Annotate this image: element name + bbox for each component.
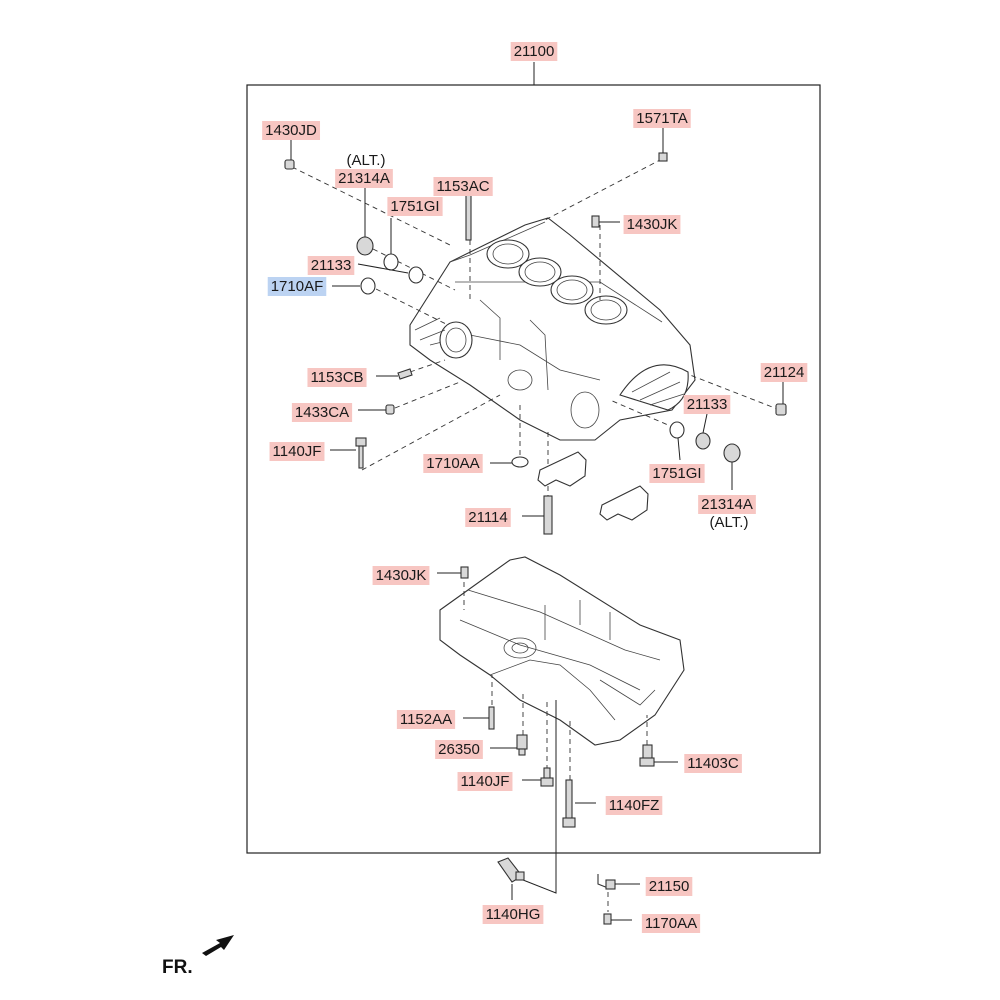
part-label-21133-6: 21133 <box>307 256 355 275</box>
part-number: 1140JF <box>461 773 510 790</box>
oring-1710aa <box>511 456 529 468</box>
part-number: 21133 <box>311 257 352 274</box>
part-number: 1751GI <box>652 465 701 482</box>
part-number: 11403C <box>687 755 739 772</box>
plug-21314a-lower <box>723 443 741 463</box>
part-number: 21150 <box>649 878 690 895</box>
bolt-1140fz <box>562 779 576 828</box>
pin-1433ca <box>385 404 395 415</box>
part-number: 1571TA <box>636 110 687 127</box>
part-number: 1710AA <box>426 455 479 472</box>
part-label-1140hg-24: 1140HG <box>482 905 544 924</box>
part-label-1153ac-3: 1153AC <box>433 177 493 196</box>
part-label-1571ta-1: 1571TA <box>633 109 691 128</box>
part-label-21314a-15: 21314A(ALT.) <box>698 495 756 531</box>
part-label-1433ca-10: 1433CA <box>291 403 353 422</box>
plug-1571ta <box>658 152 668 162</box>
part-number: 21133 <box>687 396 728 413</box>
part-label-11403c-20: 11403C <box>684 754 742 773</box>
part-label-1153cb-8: 1153CB <box>307 368 367 387</box>
seal-1751gi-lower <box>669 421 685 439</box>
part-number: 1430JD <box>265 122 317 139</box>
part-number: 1430JK <box>627 216 678 233</box>
bolt-1170aa <box>603 913 612 925</box>
seal-1751gi-upper <box>383 253 399 271</box>
front-marker: FR. <box>162 957 193 978</box>
alt-note: (ALT.) <box>347 152 386 169</box>
part-label-26350-19: 26350 <box>435 740 483 759</box>
part-label-1430jk-17: 1430JK <box>372 566 430 585</box>
part-number: 1170AA <box>645 915 697 932</box>
part-label-1152aa-18: 1152AA <box>396 710 456 729</box>
pin-1430jk-lower <box>460 566 469 579</box>
oring-1710af <box>360 277 376 295</box>
stud-1153ac <box>465 194 472 241</box>
part-number: 1430JK <box>376 567 427 584</box>
cylinder-block-drawing <box>409 217 696 441</box>
part-label-21150-23: 21150 <box>645 877 693 896</box>
bolt-1140hg <box>497 857 525 883</box>
part-number: 21124 <box>764 364 805 381</box>
part-label-1710af-7: 1710AF <box>267 277 327 296</box>
part-label-21114-16: 21114 <box>465 508 511 527</box>
bolt-1153cb <box>397 368 413 380</box>
part-number: 21114 <box>468 509 508 526</box>
assembly-frame <box>246 84 821 854</box>
part-label-1430jd-0: 1430JD <box>262 121 321 140</box>
part-number: 1140FZ <box>609 797 660 814</box>
part-label-1710aa-13: 1710AA <box>423 454 483 473</box>
part-label-21314a-2: 21314A(ALT.) <box>335 152 393 188</box>
bolt-1152aa <box>488 706 495 730</box>
part-number: 21314A <box>701 496 753 513</box>
bearing-cap-21114 <box>537 451 649 535</box>
bolt-1140jf-upper <box>355 437 367 469</box>
pin-1430jd <box>284 159 295 170</box>
part-number: 1153AC <box>436 178 489 195</box>
part-label-1140jf-21: 1140JF <box>457 772 513 791</box>
part-number: 1433CA <box>295 404 349 421</box>
svg-text:21100: 21100 <box>514 43 555 60</box>
part-label-1751gi-14: 1751GI <box>649 464 705 483</box>
alt-note: (ALT.) <box>710 514 749 531</box>
seal-21133-upper <box>408 266 424 284</box>
plug-21314a-upper <box>356 236 374 256</box>
part-label-1140jf-12: 1140JF <box>269 442 325 461</box>
part-number: 1710AF <box>271 278 324 295</box>
front-arrow-icon <box>202 935 234 956</box>
seal-21133-lower <box>695 432 711 450</box>
part-label-1170aa-25: 1170AA <box>641 914 701 933</box>
sensor-26350 <box>516 734 528 756</box>
part-number: 1140JF <box>273 443 322 460</box>
lower-crankcase-drawing <box>439 556 685 746</box>
part-label-1751gi-4: 1751GI <box>387 197 443 216</box>
part-label-21133-11: 21133 <box>683 395 731 414</box>
pin-1430jk-upper <box>591 215 600 228</box>
part-label-21124-9: 21124 <box>760 363 808 382</box>
part-label-1430jk-5: 1430JK <box>623 215 681 234</box>
part-number: 1152AA <box>400 711 452 728</box>
part-number: 1751GI <box>390 198 439 215</box>
part-number: 26350 <box>438 741 480 758</box>
assembly-label-21100: 21100 <box>510 42 558 61</box>
part-number: 1140HG <box>486 906 541 923</box>
pin-21124 <box>775 403 787 416</box>
part-number: 1153CB <box>310 369 363 386</box>
part-number: 21314A <box>338 170 390 187</box>
part-label-1140fz-22: 1140FZ <box>605 796 663 815</box>
bracket-21150 <box>597 874 616 890</box>
bolt-1140jf-lower <box>540 767 554 787</box>
bolt-11403c <box>639 744 655 767</box>
